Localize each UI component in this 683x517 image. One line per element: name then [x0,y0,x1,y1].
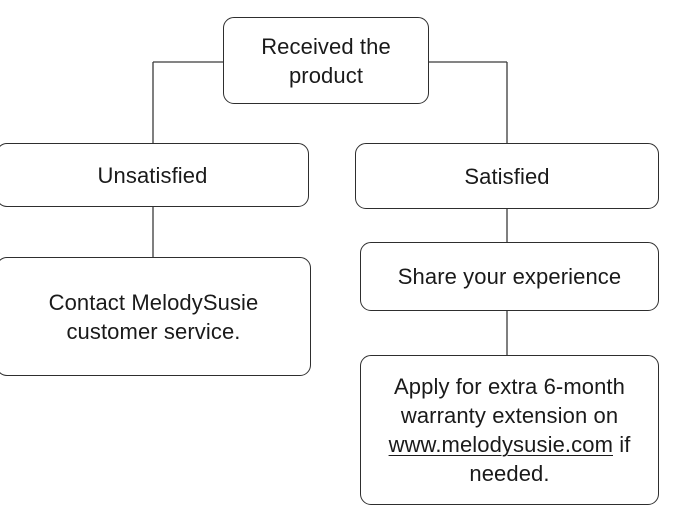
node-unsatisfied: Unsatisfied [0,143,309,207]
node-apply-line-2: warranty extension on [400,403,619,428]
node-share-experience-label: Share your experience [397,264,622,289]
node-apply-warranty-extension: Apply for extra 6-month warranty extensi… [360,355,659,505]
node-share-experience: Share your experience [360,242,659,311]
node-apply-line-3-suffix: if [613,432,631,457]
node-satisfied: Satisfied [355,143,659,209]
node-apply-line-1: Apply for extra 6-month [394,374,625,399]
node-apply-line-3: www.melodysusie.com if [389,430,631,459]
node-received-product-line-2: product [288,62,364,88]
node-contact-line-1: Contact MelodySusie [48,289,259,315]
node-unsatisfied-label: Unsatisfied [97,162,208,188]
node-contact-customer-service: Contact MelodySusie customer service. [0,257,311,376]
node-contact-line-2: customer service. [66,318,241,344]
node-received-product: Received the product [223,17,429,104]
node-satisfied-label: Satisfied [464,163,550,189]
node-received-product-line-1: Received the [261,33,391,59]
website-link[interactable]: www.melodysusie.com [388,432,613,457]
node-apply-line-4: needed. [469,461,550,486]
